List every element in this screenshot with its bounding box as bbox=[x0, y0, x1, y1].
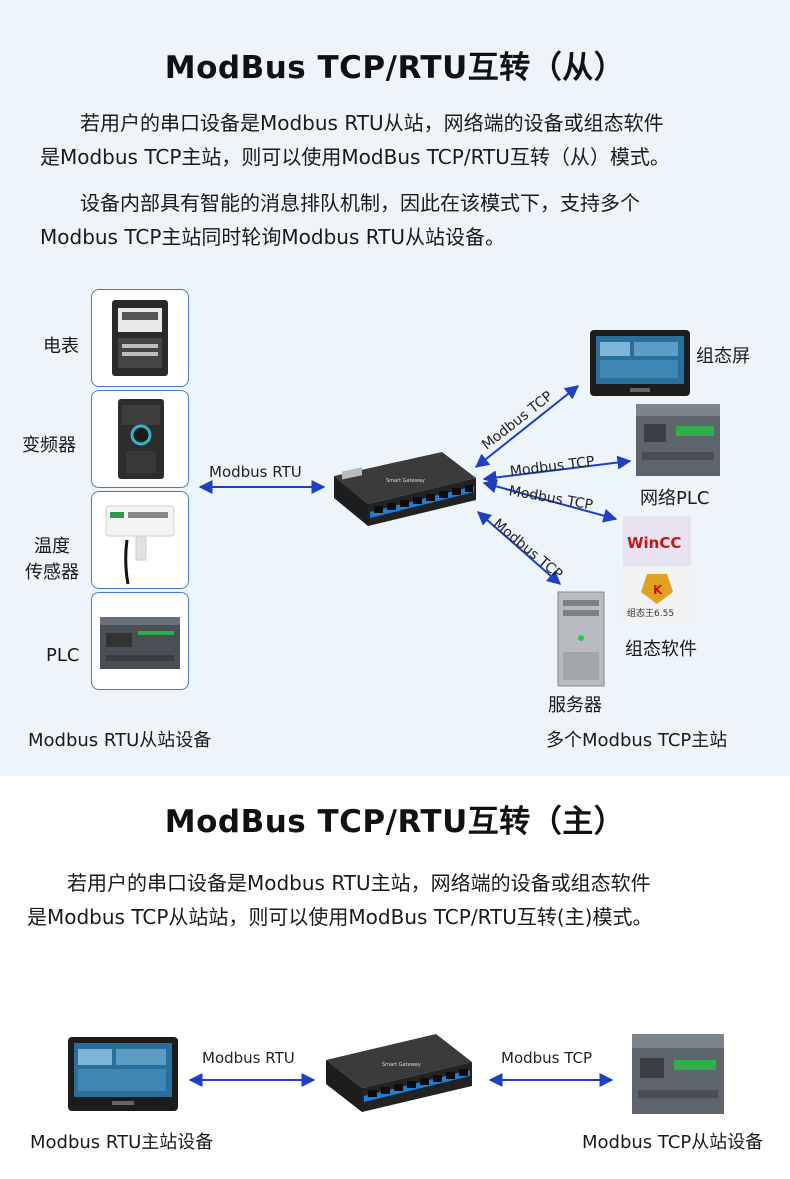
connection-arrows-1 bbox=[198, 385, 632, 585]
gateway-device-2: Smart Gateway bbox=[326, 1034, 472, 1112]
server-icon bbox=[557, 591, 605, 687]
arrow-to-hmi bbox=[474, 385, 580, 468]
arrow-to-plc bbox=[482, 455, 632, 485]
device-box-meter bbox=[91, 289, 189, 387]
wincc-logo-icon: WinCC bbox=[627, 534, 681, 552]
tcp-slave-plc-icon bbox=[632, 1034, 724, 1114]
network-plc-icon bbox=[636, 404, 720, 476]
right-caption-tcp-masters: 多个Modbus TCP主站 bbox=[546, 730, 728, 751]
temperature-sensor-icon bbox=[105, 505, 175, 585]
section1-paragraph-2: 设备内部具有智能的消息排队机制，因此在该模式下，支持多个 Modbus TCP主… bbox=[40, 186, 760, 254]
gateway-2-text: Smart Gateway bbox=[382, 1062, 421, 1068]
section2-line1: 若用户的串口设备是Modbus RTU主站，网络端的设备或组态软件 bbox=[67, 871, 651, 895]
software-icons: WinCC K 组态王6.55 bbox=[623, 516, 691, 620]
label-hmi: 组态屏 bbox=[696, 346, 750, 367]
section2-title: ModBus TCP/RTU互转（主） bbox=[164, 804, 626, 840]
section2-right-caption: Modbus TCP从站设备 bbox=[582, 1132, 764, 1153]
para2-line1: 设备内部具有智能的消息排队机制，因此在该模式下，支持多个 bbox=[80, 191, 640, 215]
rtu-link-label: Modbus RTU bbox=[209, 463, 302, 481]
electric-meter-icon bbox=[112, 300, 168, 376]
section2-line2: 是Modbus TCP从站站，则可以使用ModBus TCP/RTU互转(主)模… bbox=[27, 905, 653, 929]
connection-arrows-2 bbox=[188, 1073, 614, 1087]
hmi-panel-icon bbox=[590, 330, 690, 396]
para1-line1: 若用户的串口设备是Modbus RTU从站，网络端的设备或组态软件 bbox=[80, 111, 664, 135]
gateway-device-1: Smart Gateway bbox=[334, 452, 476, 526]
left-caption-rtu-slaves: Modbus RTU从站设备 bbox=[28, 730, 212, 751]
device-box-inverter bbox=[91, 390, 189, 488]
section1-title: ModBus TCP/RTU互转（从） bbox=[164, 50, 626, 86]
section2-tcp-label: Modbus TCP bbox=[501, 1049, 593, 1067]
kingview-logo-icon: K bbox=[653, 583, 663, 597]
para2-line2: Modbus TCP主站同时轮询Modbus RTU从站设备。 bbox=[40, 225, 506, 249]
section2-left-caption: Modbus RTU主站设备 bbox=[30, 1132, 214, 1153]
section2-rtu-label: Modbus RTU bbox=[202, 1049, 295, 1067]
section1-paragraph-1: 若用户的串口设备是Modbus RTU从站，网络端的设备或组态软件 是Modbu… bbox=[40, 106, 760, 174]
section2-paragraph: 若用户的串口设备是Modbus RTU主站，网络端的设备或组态软件 是Modbu… bbox=[27, 866, 767, 934]
label-plc: PLC bbox=[46, 645, 80, 666]
para1-line2: 是Modbus TCP主站，则可以使用ModBus TCP/RTU互转（从）模式… bbox=[40, 145, 670, 169]
device-box-sensor bbox=[91, 491, 189, 589]
device-box-plc bbox=[91, 592, 189, 690]
label-server: 服务器 bbox=[548, 695, 602, 716]
label-sensor: 温度 传感器 bbox=[18, 534, 86, 586]
gateway-1-text: Smart Gateway bbox=[386, 478, 425, 484]
arrow-to-server bbox=[476, 511, 562, 585]
label-software: 组态软件 bbox=[625, 639, 697, 660]
label-sensor-line1: 温度 bbox=[34, 536, 70, 557]
label-meter: 电表 bbox=[43, 336, 79, 357]
label-network-plc: 网络PLC bbox=[640, 488, 710, 509]
label-sensor-line2: 传感器 bbox=[25, 562, 79, 583]
frequency-inverter-icon bbox=[118, 399, 164, 479]
label-inverter: 变频器 bbox=[22, 435, 76, 456]
plc-module-icon bbox=[100, 617, 180, 669]
arrow-to-software bbox=[482, 479, 618, 523]
kingview-text: 组态王6.55 bbox=[627, 607, 674, 619]
rtu-master-hmi-icon bbox=[68, 1037, 178, 1111]
